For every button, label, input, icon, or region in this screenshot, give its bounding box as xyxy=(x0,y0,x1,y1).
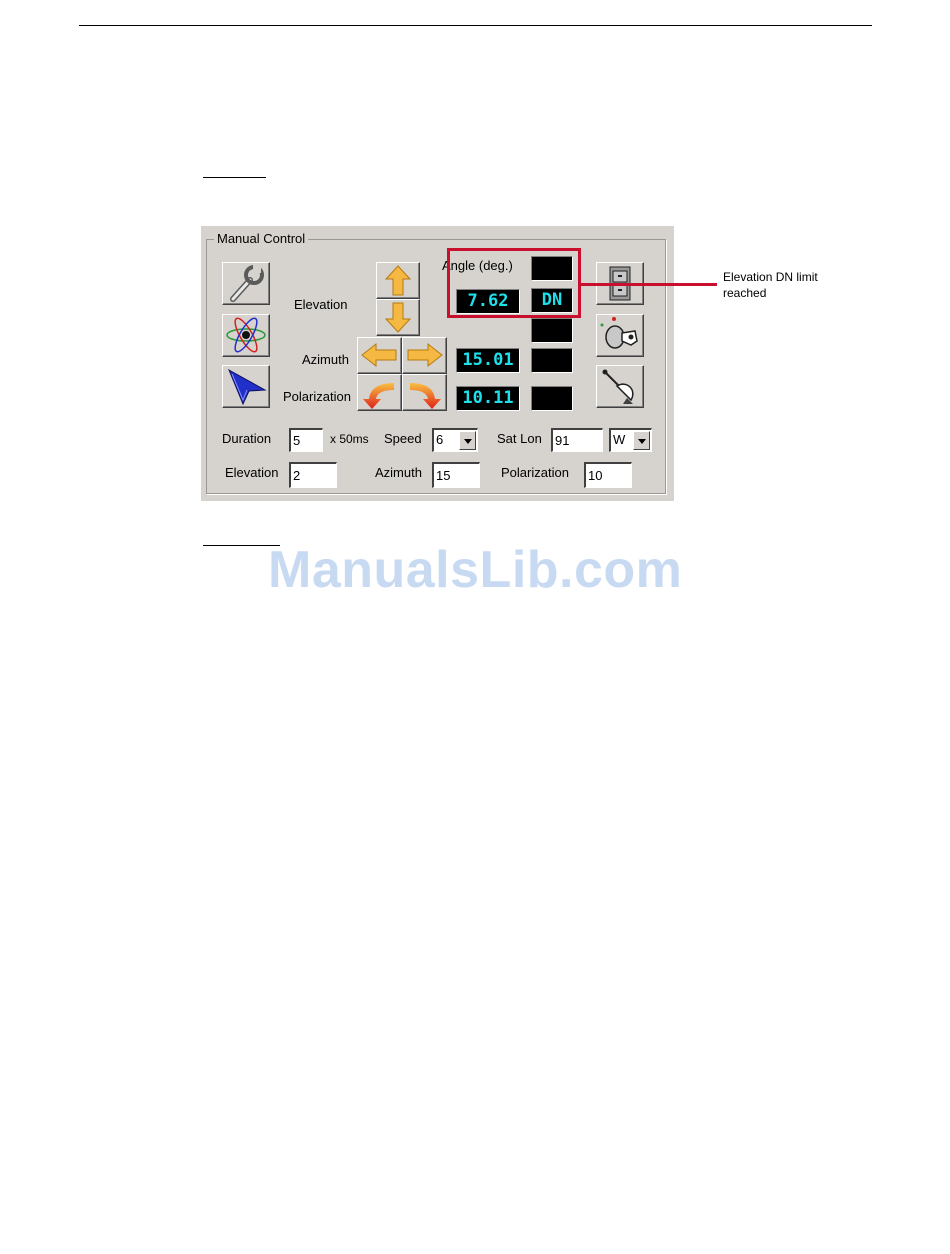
hemisphere-value: W xyxy=(613,432,625,447)
wrench-icon xyxy=(223,263,269,304)
arrow-left-icon xyxy=(358,338,401,373)
elevation-step-label: Elevation xyxy=(225,465,278,481)
callout-line xyxy=(581,283,717,286)
polarization-row-label: Polarization xyxy=(283,389,351,405)
chevron-down-icon[interactable] xyxy=(633,431,650,450)
satellite-dish-icon xyxy=(597,366,643,407)
arrow-down-icon xyxy=(377,300,419,335)
satlon-input[interactable] xyxy=(551,428,603,452)
atom-button[interactable] xyxy=(222,314,270,357)
callout-text: Elevation DN limit reached xyxy=(723,269,853,301)
group-title: Manual Control xyxy=(214,231,308,247)
chevron-down-icon[interactable] xyxy=(459,431,476,450)
dish-button[interactable] xyxy=(596,365,644,408)
limit-highlight-box xyxy=(447,248,581,318)
atom-icon xyxy=(223,315,269,356)
azimuth-angle-display: 15.01 xyxy=(456,348,520,373)
azimuth-left-button[interactable] xyxy=(357,337,402,374)
key-button[interactable] xyxy=(596,314,644,357)
elevation-step-input[interactable] xyxy=(289,462,337,488)
azimuth-limit-display xyxy=(531,348,573,373)
rotate-cw-icon xyxy=(403,375,446,410)
arrow-up-icon xyxy=(377,263,419,298)
azimuth-right-button[interactable] xyxy=(402,337,447,374)
polarization-step-input[interactable] xyxy=(584,462,632,488)
cursor-arrow-icon xyxy=(223,366,269,407)
satlon-label: Sat Lon xyxy=(497,431,542,447)
azimuth-step-label: Azimuth xyxy=(375,465,422,481)
watermark: ManualsLib.com xyxy=(268,540,682,600)
speed-select[interactable]: 6 xyxy=(432,428,478,452)
duration-label: Duration xyxy=(222,431,271,447)
elevation-down-button[interactable] xyxy=(376,299,420,336)
speed-value: 6 xyxy=(436,432,443,447)
cursor-button[interactable] xyxy=(222,365,270,408)
polarization-limit-display xyxy=(531,386,573,411)
page-top-rule xyxy=(79,25,872,26)
duration-input[interactable] xyxy=(289,428,323,452)
elevation-up-button[interactable] xyxy=(376,262,420,299)
polarization-ccw-button[interactable] xyxy=(357,374,402,411)
polarization-cw-button[interactable] xyxy=(402,374,447,411)
hemisphere-select[interactable]: W xyxy=(609,428,652,452)
status-display-mid xyxy=(531,318,573,343)
duration-unit-label: x 50ms xyxy=(330,431,369,447)
key-icon xyxy=(597,315,643,356)
azimuth-step-input[interactable] xyxy=(432,462,480,488)
wrench-button[interactable] xyxy=(222,262,270,305)
polarization-angle-display: 10.11 xyxy=(456,386,520,411)
azimuth-row-label: Azimuth xyxy=(302,352,349,368)
elevation-row-label: Elevation xyxy=(294,297,347,313)
heading-underline-1 xyxy=(203,177,266,178)
arrow-right-icon xyxy=(403,338,446,373)
rotate-ccw-icon xyxy=(358,375,401,410)
speed-label: Speed xyxy=(384,431,422,447)
polarization-step-label: Polarization xyxy=(501,465,569,481)
